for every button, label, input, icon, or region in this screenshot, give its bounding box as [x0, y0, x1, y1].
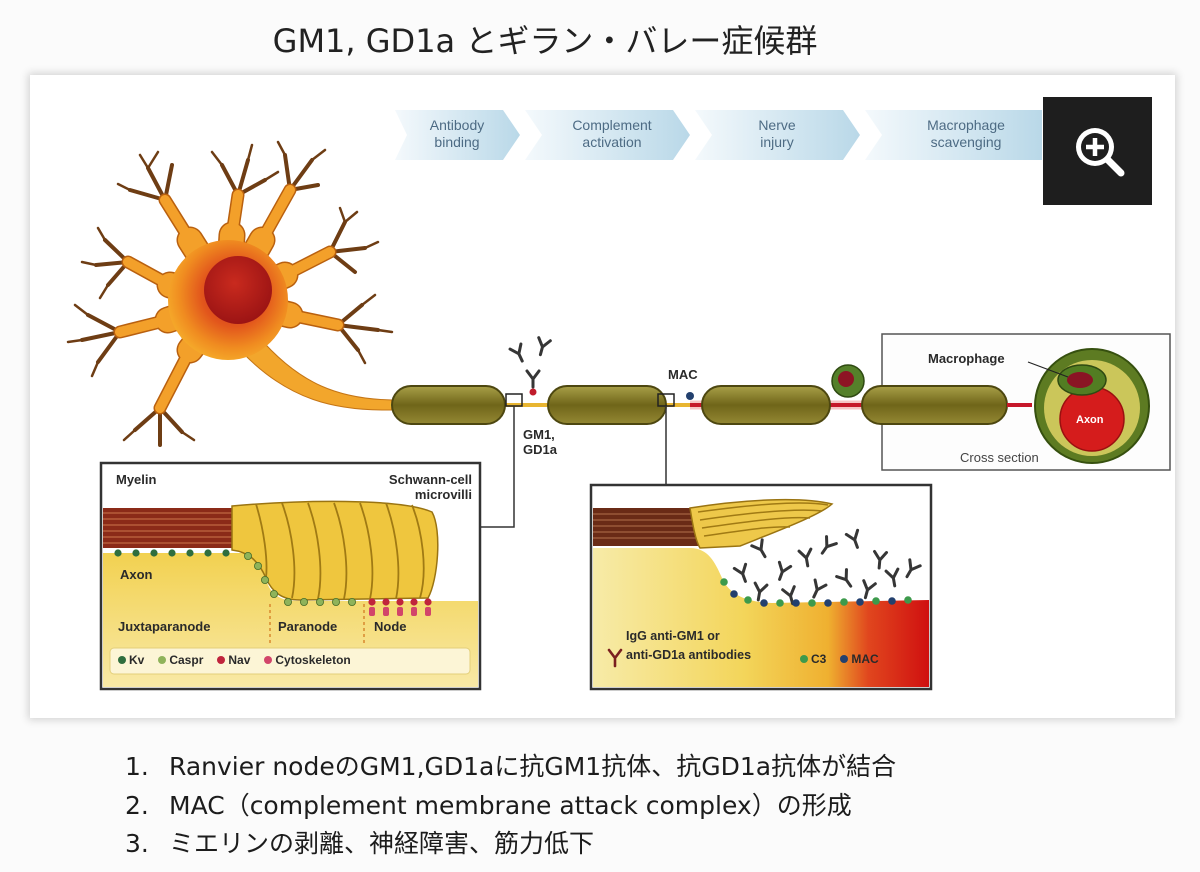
caspr-dot: [158, 656, 167, 664]
point-number: 3.: [125, 829, 149, 858]
dendrite-branches: [66, 140, 394, 447]
step-label: Nerve injury: [758, 117, 796, 150]
nav-channels: [368, 598, 432, 606]
caspr-proteins: [243, 552, 356, 607]
cross-section-axon-label: Axon: [1076, 414, 1104, 426]
process-steps: [395, 110, 1042, 160]
step-label: Macrophage scavenging: [927, 117, 1005, 150]
summary-points: 1. Ranvier nodeのGM1,GD1aに抗GM1抗体、抗GD1a抗体が結…: [125, 748, 896, 864]
summary-point: 2. MAC（complement membrane attack complex…: [125, 787, 896, 826]
legend-label: Nav: [228, 653, 251, 667]
nav-dot: [217, 656, 226, 664]
schwann-cell-microvilli-label: Schwann-cell microvilli: [388, 472, 472, 502]
legend-item-c3: C3: [800, 652, 826, 666]
legend-label: MAC: [851, 652, 879, 666]
point-text: ミエリンの剥離、神経障害、筋力低下: [169, 829, 595, 858]
legend-label: C3: [811, 652, 827, 666]
summary-point: 1. Ranvier nodeのGM1,GD1aに抗GM1抗体、抗GD1a抗体が結…: [125, 748, 896, 787]
kv-dot: [118, 656, 126, 664]
myelin-segment: [861, 385, 1008, 425]
antibody-legend-label: IgG anti-GM1 or anti-GD1a antibodies: [626, 629, 752, 662]
juxtaparanode-label: Juxtaparanode: [118, 619, 211, 634]
legend-label: Caspr: [169, 653, 204, 667]
legend-label: Kv: [129, 653, 145, 667]
legend-item-caspr: Caspr: [158, 653, 203, 667]
axon-cross-section: [1027, 348, 1150, 464]
point-text: MAC（complement membrane attack complex）の…: [169, 790, 852, 820]
paranode-label: Paranode: [278, 619, 338, 634]
summary-point: 3. ミエリンの剥離、神経障害、筋力低下: [125, 825, 896, 864]
leader-line-normal: [480, 406, 515, 528]
complement-deposits: [720, 578, 912, 607]
legend-label: Cytoskeleton: [275, 653, 351, 667]
mac-dot: [840, 655, 849, 663]
axon-label: Axon: [120, 567, 153, 582]
normal-node-inset: [99, 461, 482, 691]
cytoskeleton: [369, 607, 431, 616]
macrophage-leader: [1027, 361, 1069, 378]
magnifier-plus-icon: [1076, 128, 1125, 177]
point-text: Ranvier nodeのGM1,GD1aに抗GM1抗体、抗GD1a抗体が結合: [169, 752, 897, 781]
myelin-lamellae: [593, 508, 698, 546]
kv-channels: [114, 549, 230, 557]
step-complement-activation: [525, 110, 690, 160]
myelin-segments: [391, 385, 1008, 425]
node-label: Node: [374, 619, 407, 634]
macrophage-label: Macrophage: [928, 351, 1005, 366]
cytoskeleton-dot: [264, 656, 273, 664]
step-label: Antibody binding: [429, 117, 485, 150]
legend-item-nav: Nav: [217, 653, 250, 667]
myelin-segment: [547, 385, 667, 425]
normal-node-legend: Kv Caspr Nav Cytoskeleton: [118, 653, 351, 667]
c3-dot: [800, 655, 808, 663]
macrophage: [831, 364, 865, 398]
antibody-legend-icon: [607, 648, 623, 668]
mac-label: MAC: [668, 367, 698, 382]
neuron: [66, 140, 394, 447]
damaged-node-legend: C3 MAC: [800, 652, 879, 666]
gm1-ganglioside: [529, 388, 537, 396]
zoom-button[interactable]: [1043, 97, 1152, 205]
cross-section-caption: Cross section: [960, 450, 1039, 465]
antibodies: [508, 336, 552, 396]
legend-item-mac: MAC: [840, 652, 879, 666]
nucleus: [204, 256, 272, 324]
mac-complex: [686, 392, 694, 400]
myelin-segment: [391, 385, 506, 425]
point-number: 2.: [125, 790, 149, 820]
damaged-node-inset: [589, 483, 933, 691]
point-number: 1.: [125, 752, 149, 781]
gm1-gd1a-label: GM1, GD1a: [523, 427, 557, 457]
step-nerve-injury: [695, 110, 860, 160]
legend-item-kv: Kv: [118, 653, 144, 667]
step-macrophage-scavenging: [865, 110, 1042, 160]
legend-band: [109, 647, 471, 675]
myelin-lamellae: [103, 508, 253, 548]
myelin-label: Myelin: [116, 472, 157, 487]
step-label: Complement activation: [572, 117, 652, 150]
legend-item-cytoskeleton: Cytoskeleton: [264, 653, 351, 667]
schwann-cell-loops: [231, 500, 439, 601]
slide-title: GM1, GD1a とギラン・バレー症候群: [272, 22, 818, 60]
region-dividers: [269, 604, 365, 646]
myelin-segment: [701, 385, 831, 425]
damaged-axon-region: [593, 548, 929, 687]
step-antibody-binding: [395, 110, 520, 160]
